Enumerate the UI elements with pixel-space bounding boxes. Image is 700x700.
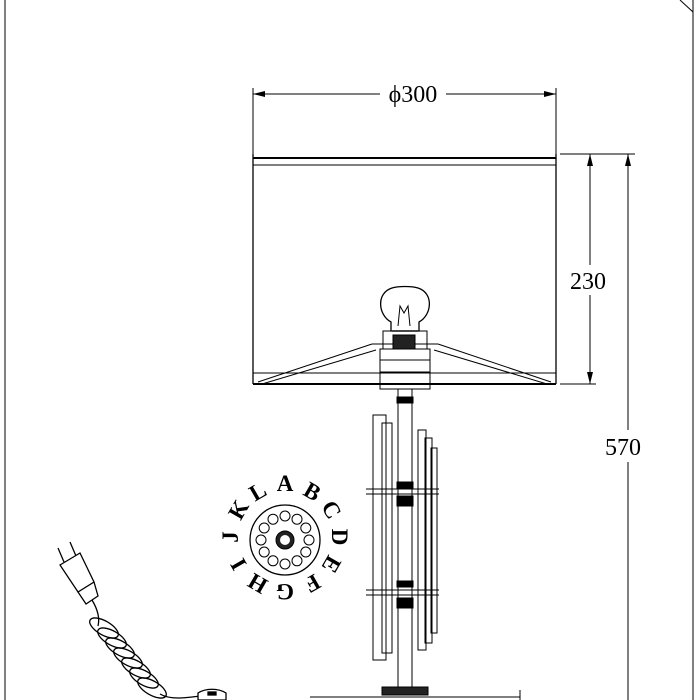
ring-letter: I [225, 554, 251, 574]
ring-letter: G [276, 579, 294, 604]
ring-hole [258, 546, 270, 558]
ring-hole [267, 513, 279, 525]
shade-diameter-label: ϕ300 [389, 82, 438, 108]
power-cord [57, 541, 227, 700]
ring-hole [258, 522, 270, 534]
dimension-shade-diameter [252, 88, 557, 154]
ring-hole [303, 534, 315, 546]
ring-hole [279, 510, 291, 522]
lamp-shade [252, 154, 557, 385]
ring-letter: A [277, 471, 294, 496]
bulb-socket [379, 330, 431, 390]
ring-letter: L [245, 477, 271, 506]
ring-hole [255, 534, 267, 546]
lamp-body [310, 388, 521, 700]
light-bulb [379, 285, 431, 332]
total-height-label: 570 [605, 435, 641, 461]
shade-height-label: 230 [570, 269, 606, 295]
dimension-total-height [590, 153, 635, 700]
ring-hole [291, 555, 303, 567]
shade-spider-arms [257, 343, 552, 385]
ring-hole [279, 558, 291, 570]
ring-hole [300, 546, 312, 558]
ring-letter: H [244, 568, 272, 599]
ring-letter: J [218, 531, 243, 543]
assembly-ring [249, 504, 321, 576]
ring-letter: F [300, 569, 325, 598]
sheet-frame [4, 0, 694, 700]
ring-letter: K [223, 496, 254, 524]
ring-hole [267, 555, 279, 567]
ring-hole [300, 522, 312, 534]
ring-letter: C [316, 496, 346, 523]
ring-letter: D [327, 529, 352, 546]
ring-letter: B [299, 477, 325, 506]
ring-letter: E [317, 551, 346, 577]
ring-hole [291, 513, 303, 525]
